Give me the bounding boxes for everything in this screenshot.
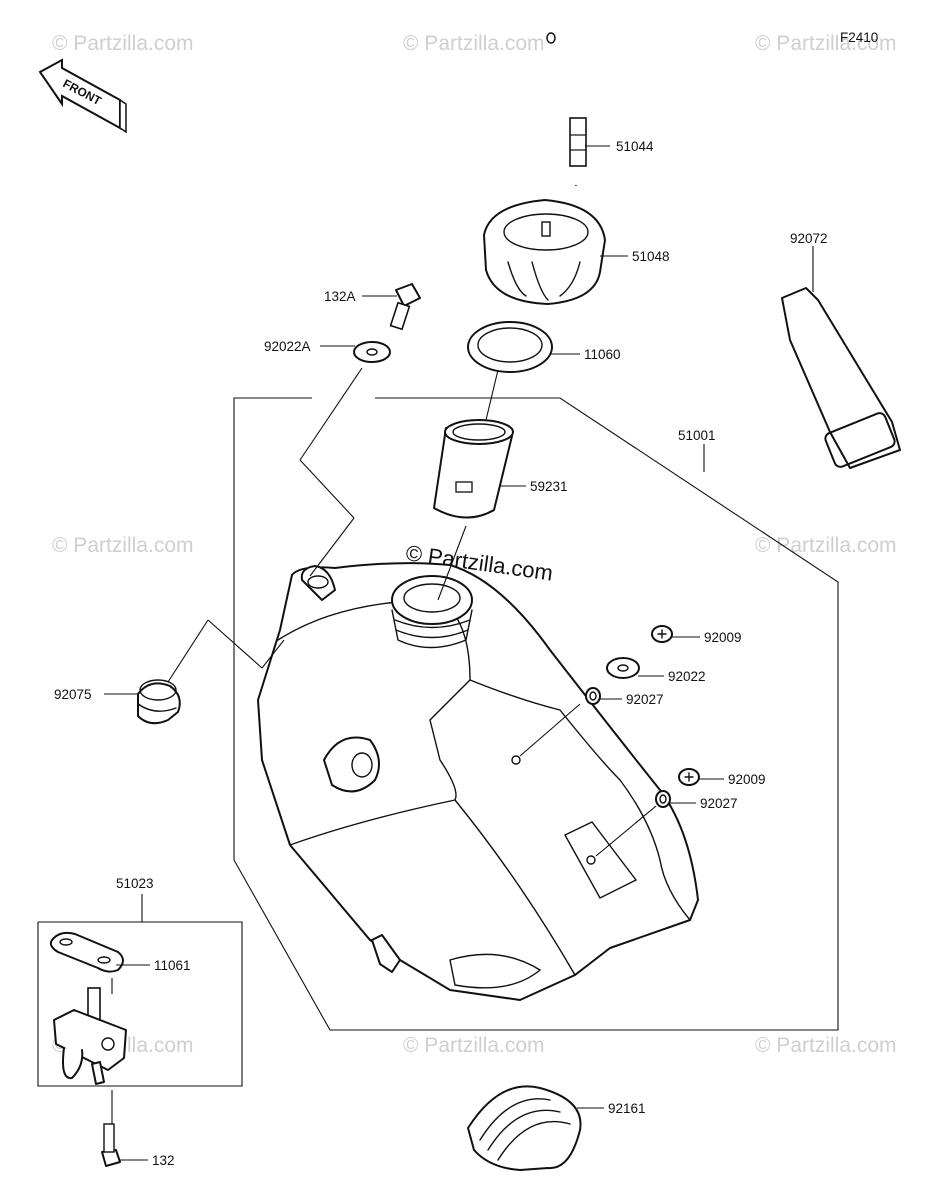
damper-icon (137, 679, 181, 725)
valve-gasket-icon (49, 931, 124, 973)
tank-pad-icon (467, 1085, 582, 1171)
front-arrow-icon: FRONT (38, 58, 127, 134)
label-92022: 92022 (668, 669, 706, 684)
fuel-valve-frame (37, 921, 243, 1087)
label-92161: 92161 (608, 1101, 646, 1116)
fuel-cap-icon (483, 199, 606, 305)
leader-lines (104, 145, 814, 1161)
watermark: © Partzilla.com (52, 534, 194, 557)
label-59231: 59231 (530, 479, 568, 494)
tank-group-frame (233, 397, 839, 1031)
label-92027-lower: 92027 (700, 796, 738, 811)
screw-icon (651, 625, 673, 643)
label-92027: 92027 (626, 692, 664, 707)
screw-icon (678, 768, 700, 786)
washer-icon (606, 657, 640, 679)
watermark: © Partzilla.com (755, 534, 897, 557)
cap-gasket-icon (467, 321, 553, 373)
part-labels: 51044 51048 92072 132A 11060 92022A 5100… (54, 139, 828, 1168)
breather-hose-icon (546, 25, 659, 186)
watermark: © Partzilla.com (403, 1034, 545, 1057)
bolt-icon (101, 1123, 121, 1167)
strainer-icon (433, 419, 514, 519)
label-92072: 92072 (790, 231, 828, 246)
figure-code: F2410 (840, 30, 878, 45)
label-51044: 51044 (616, 139, 654, 154)
label-92075: 92075 (54, 687, 92, 702)
watermarks: © Partzilla.com © Partzilla.com © Partzi… (52, 32, 897, 1057)
label-92009-lower: 92009 (728, 772, 766, 787)
label-11060: 11060 (584, 347, 621, 362)
fuel-valve-icon (53, 987, 127, 1085)
washer-icon (353, 341, 391, 363)
label-92022A: 92022A (264, 339, 311, 354)
label-11061: 11061 (154, 958, 191, 973)
label-132: 132 (152, 1153, 175, 1168)
watermark: © Partzilla.com (52, 32, 194, 55)
watermark: © Partzilla.com (403, 32, 545, 55)
collar-icon (655, 790, 671, 808)
watermark: © Partzilla.com (755, 32, 897, 55)
watermark: © Partzilla.com (755, 1034, 897, 1057)
bolt-icon (389, 283, 421, 331)
label-51001: 51001 (678, 428, 716, 443)
fuel-tank-icon (257, 562, 699, 1001)
label-51048: 51048 (632, 249, 670, 264)
label-92009: 92009 (704, 630, 742, 645)
label-132A: 132A (324, 289, 356, 304)
tank-strap-icon (781, 287, 901, 469)
collar-icon (585, 687, 601, 705)
label-51023: 51023 (116, 876, 154, 891)
